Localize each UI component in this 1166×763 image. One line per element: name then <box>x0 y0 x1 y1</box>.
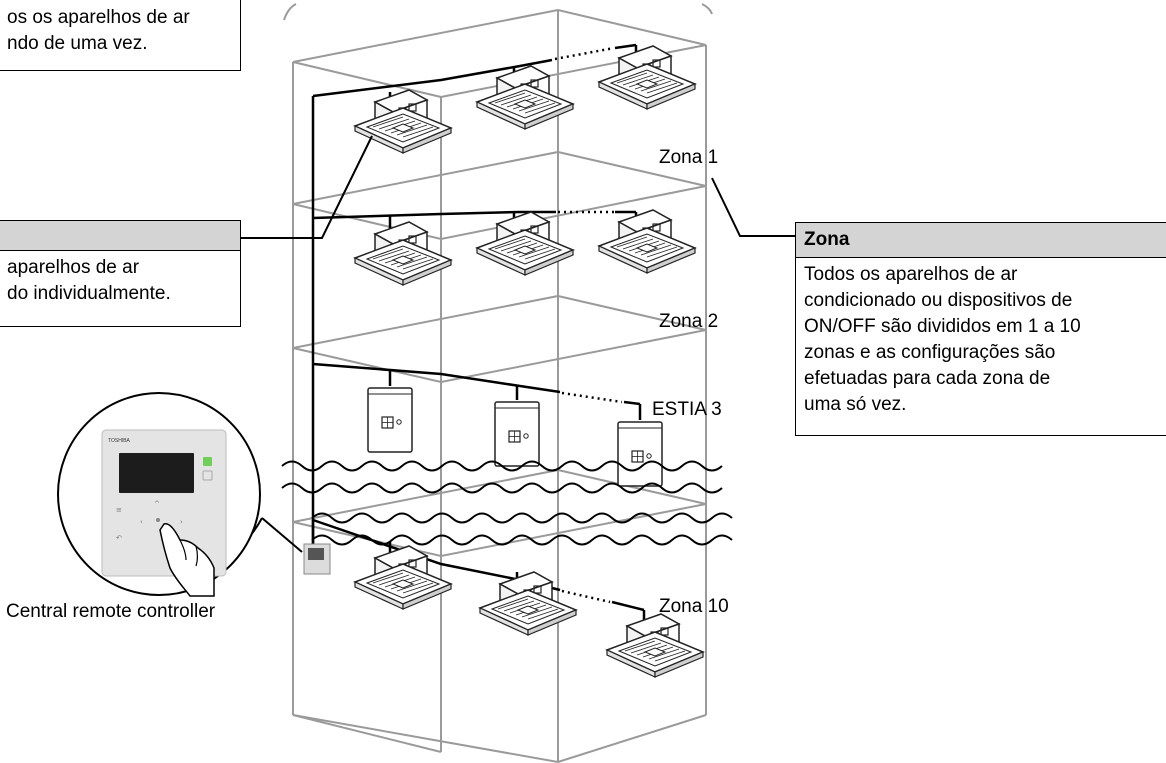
svg-text:^: ^ <box>154 500 160 508</box>
wiring-continuation-dots <box>554 46 623 604</box>
cassette-unit-zone2-c <box>598 209 696 274</box>
callout-zona-line-5: efetuadas para cada zona de <box>804 368 1051 389</box>
estia-label: ESTIA 3 <box>652 399 722 420</box>
callout-zona-line-2: condicionado ou dispositivos de <box>804 290 1073 311</box>
wall-controller <box>303 543 331 575</box>
callout-zona-line-4: zonas e as configurações são <box>804 342 1056 363</box>
floor-break-wave <box>281 460 733 546</box>
cassette-unit-zone10-b <box>479 571 577 636</box>
callout-individual: aparelhos de ar do individualmente. <box>0 220 241 327</box>
callout-zona: Zona Todos os aparelhos de ar condiciona… <box>795 222 1166 436</box>
callout-all-line-1: os os aparelhos de ar <box>7 7 190 28</box>
callout-zona-line-6: uma só vez. <box>804 394 907 415</box>
callout-all-at-once: os os aparelhos de ar ndo de uma vez. <box>0 0 241 71</box>
controller-caption: Central remote controller <box>6 601 216 622</box>
callout-all-line-2: ndo de uma vez. <box>7 33 148 54</box>
svg-text:≡: ≡ <box>116 506 122 514</box>
cassette-unit-zone1-c <box>598 45 696 110</box>
cassette-unit-zone10-c <box>606 613 704 678</box>
controller-magnifier: TOSHIBA ≡ ^ ‹ › ↶ <box>57 392 261 597</box>
estia-unit-a <box>367 387 413 453</box>
zone-2-label: Zona 2 <box>659 311 719 332</box>
svg-text:↶: ↶ <box>116 534 122 542</box>
zone-1-label: Zona 1 <box>659 147 719 168</box>
callout-individual-header <box>0 221 240 251</box>
callout-individual-line-1: aparelhos de ar <box>7 257 140 278</box>
building-outline <box>283 3 713 763</box>
callout-zona-line-1: Todos os aparelhos de ar <box>804 264 1018 285</box>
svg-text:›: › <box>180 518 183 526</box>
control-wiring <box>311 43 646 628</box>
callout-zona-header: Zona <box>796 223 1166 258</box>
callout-zona-line-3: ON/OFF são divididos em 1 a 10 <box>804 316 1081 337</box>
zone-10-label: Zona 10 <box>659 596 729 617</box>
cassette-unit-zone2-a <box>354 221 452 286</box>
svg-text:‹: ‹ <box>140 518 143 526</box>
estia-unit-b <box>494 401 540 467</box>
estia-unit-c <box>617 421 663 487</box>
controller-brand: TOSHIBA <box>108 438 131 444</box>
callout-individual-line-2: do individualmente. <box>7 283 171 304</box>
